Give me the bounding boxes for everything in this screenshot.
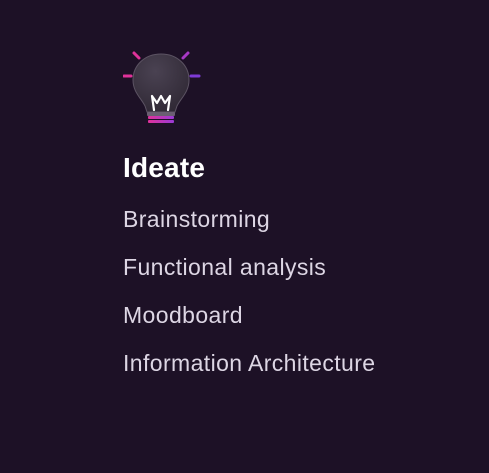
lightbulb-icon [123,40,201,123]
ideate-card: Ideate Brainstorming Functional analysis… [123,40,376,398]
list-item: Functional analysis [123,254,327,280]
list-item: Moodboard [123,302,243,328]
card-title: Ideate [123,152,206,183]
ideate-list: Brainstorming Functional analysis Moodbo… [123,206,376,376]
list-item: Brainstorming [123,206,271,232]
list-item: Information Architecture [123,350,376,376]
